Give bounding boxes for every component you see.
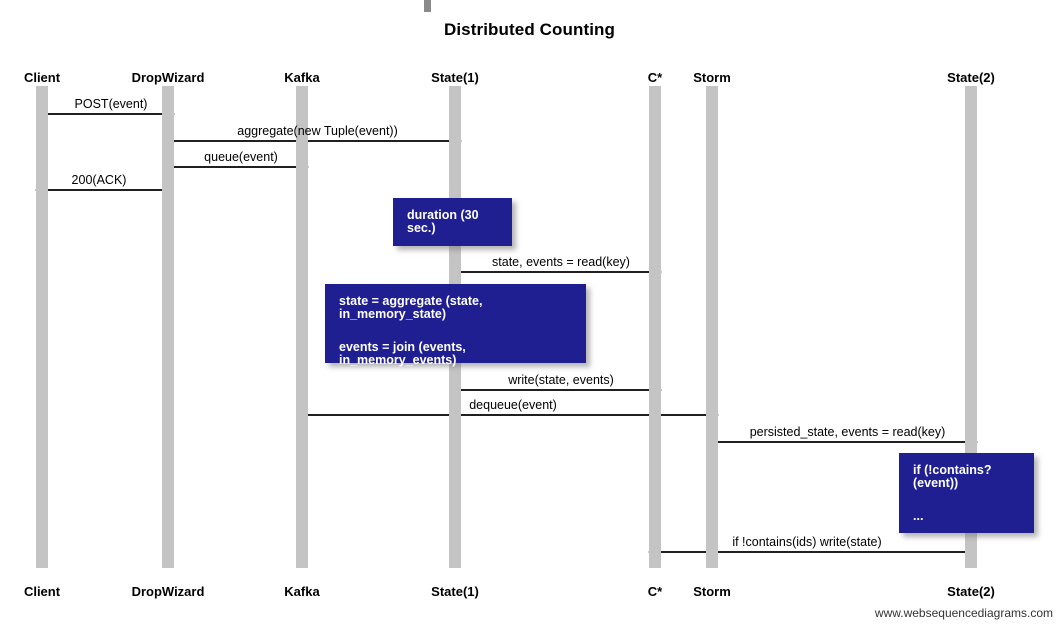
message-label: 200(ACK) bbox=[71, 173, 127, 187]
message-label: POST(event) bbox=[74, 97, 148, 111]
participant-footer-kafka: Kafka bbox=[284, 584, 320, 599]
participant-header-state-1: State(1) bbox=[431, 70, 479, 85]
message-label: persisted_state, events = read(key) bbox=[749, 425, 946, 439]
participant-header-storm: Storm bbox=[693, 70, 731, 85]
lifeline-client bbox=[36, 86, 48, 568]
participant-footer-storm: Storm bbox=[693, 584, 731, 599]
participant-header-c: C* bbox=[647, 70, 663, 85]
clipped-lifeline-tick bbox=[424, 0, 431, 12]
page-title: Distributed Counting bbox=[443, 20, 616, 39]
message-label: if !contains(ids) write(state) bbox=[732, 535, 882, 549]
message-label: write(state, events) bbox=[508, 373, 614, 387]
participant-header-dropwizard: DropWizard bbox=[131, 70, 205, 85]
note-duration-note: duration (30 sec.) bbox=[393, 198, 512, 246]
note-line: state = aggregate (state, in_memory_stat… bbox=[339, 294, 483, 322]
footer-credit: www.websequencediagrams.com bbox=[874, 606, 1053, 620]
note-line: ... bbox=[913, 509, 924, 524]
message-label: dequeue(event) bbox=[469, 398, 557, 412]
note-aggregate-note: state = aggregate (state, in_memory_stat… bbox=[325, 284, 586, 367]
participant-header-kafka: Kafka bbox=[284, 70, 320, 85]
note-line: duration (30 sec.) bbox=[407, 208, 479, 236]
note-line: events = join (events, in_memory_events) bbox=[339, 340, 466, 368]
message-label: queue(event) bbox=[204, 150, 278, 164]
lifeline-storm bbox=[706, 86, 718, 568]
participant-footer-dropwizard: DropWizard bbox=[131, 584, 205, 599]
lifeline-state-2 bbox=[965, 86, 977, 568]
participant-header-client: Client bbox=[23, 70, 61, 85]
lifeline-kafka bbox=[296, 86, 308, 568]
lifeline-dropwizard bbox=[162, 86, 174, 568]
note-line: if (!contains?(event)) bbox=[913, 463, 992, 491]
participant-footer-state-2: State(2) bbox=[947, 584, 995, 599]
lifeline-c bbox=[649, 86, 661, 568]
participant-footer-state-1: State(1) bbox=[431, 584, 479, 599]
message-label: aggregate(new Tuple(event)) bbox=[237, 124, 398, 138]
participant-header-state-2: State(2) bbox=[947, 70, 995, 85]
note-contains-note: if (!contains?(event))... bbox=[899, 453, 1034, 533]
participant-footer-c: C* bbox=[647, 584, 663, 599]
message-label: state, events = read(key) bbox=[492, 255, 630, 269]
participant-footer-client: Client bbox=[23, 584, 61, 599]
